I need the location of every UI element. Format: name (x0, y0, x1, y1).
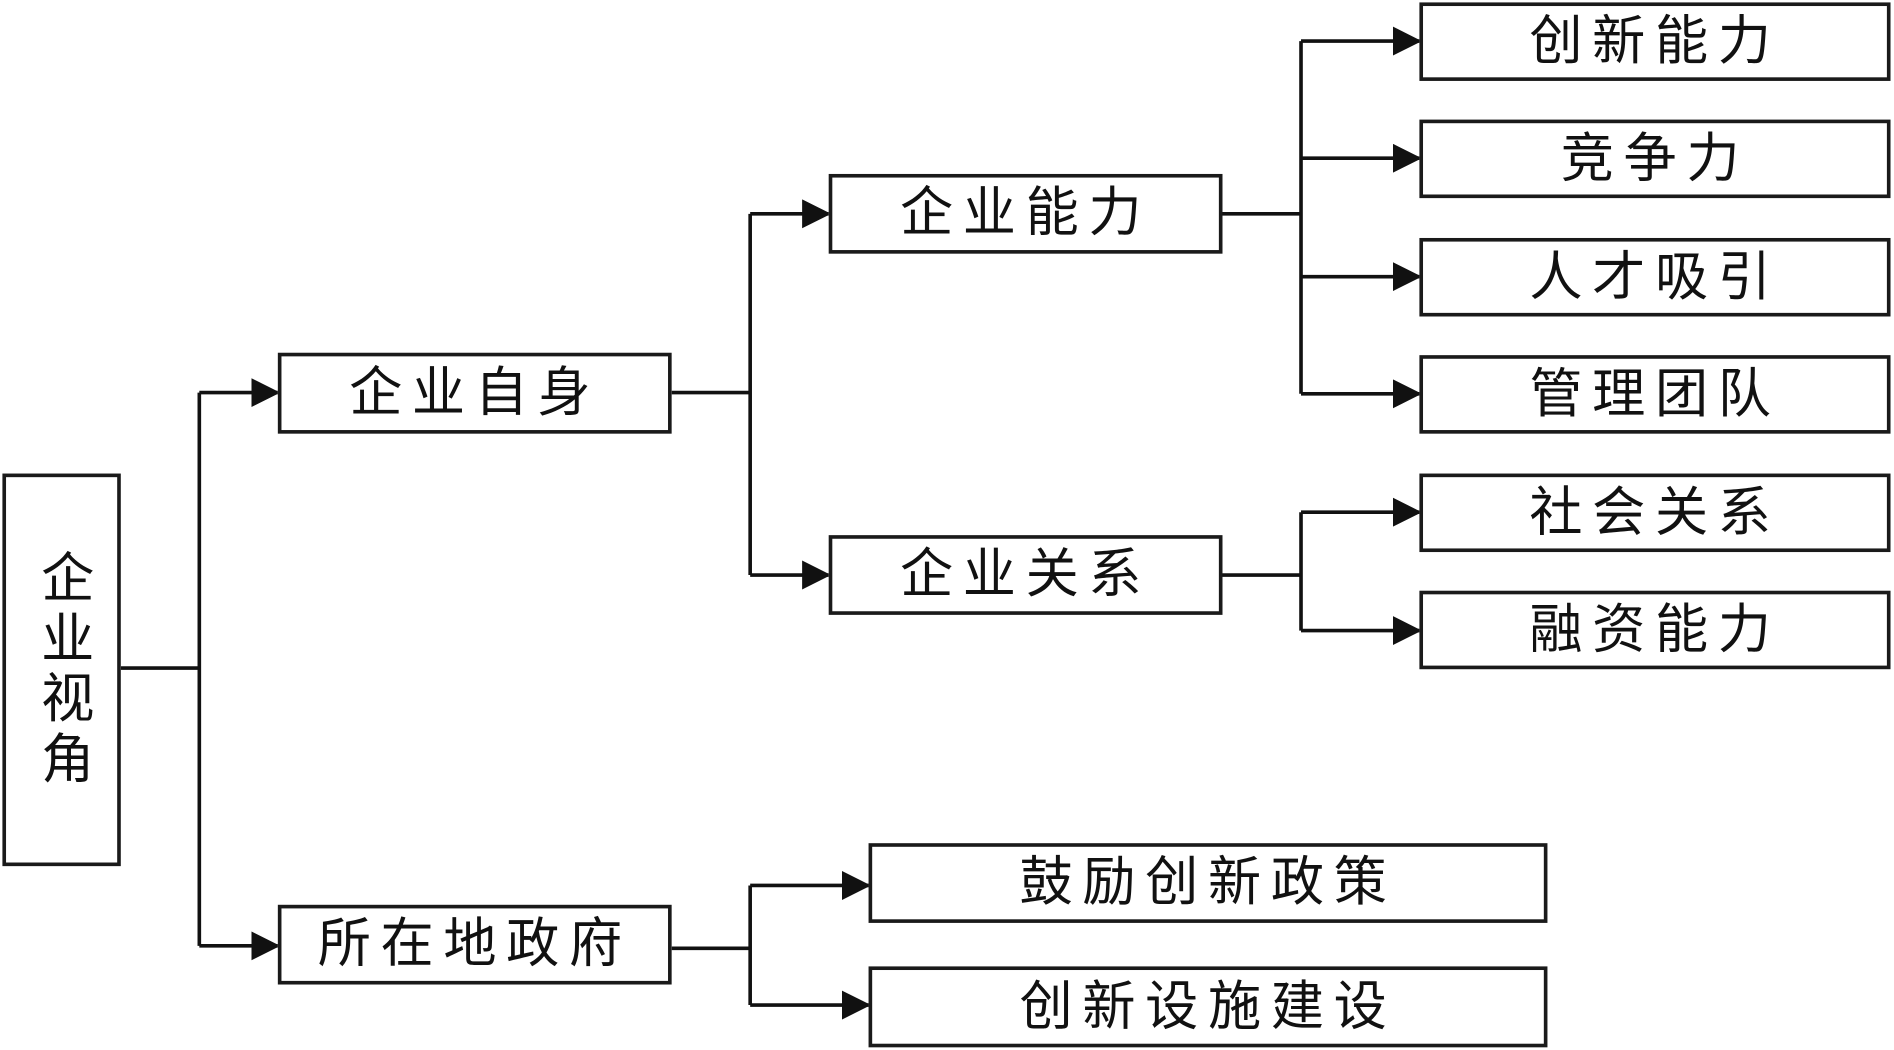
node-local-government: 所在地政府 (277, 904, 672, 985)
node-enterprise-capability: 企业能力 (828, 173, 1223, 254)
node-social-relations: 社会关系 (1419, 473, 1891, 553)
node-enterprise-self: 企业自身 (277, 352, 672, 434)
node-enterprise-relations: 企业关系 (828, 535, 1223, 615)
node-management-team: 管理团队 (1419, 355, 1891, 434)
root-node-enterprise-perspective: 企业视角 (2, 473, 121, 867)
node-innovation-infrastructure: 创新设施建设 (868, 966, 1548, 1048)
node-competitiveness: 竞争力 (1419, 119, 1891, 199)
node-talent-attraction: 人才吸引 (1419, 237, 1891, 317)
node-innovation-capability: 创新能力 (1419, 2, 1891, 81)
node-financing-capability: 融资能力 (1419, 590, 1891, 670)
node-encourage-innovation-policy: 鼓励创新政策 (868, 843, 1548, 923)
